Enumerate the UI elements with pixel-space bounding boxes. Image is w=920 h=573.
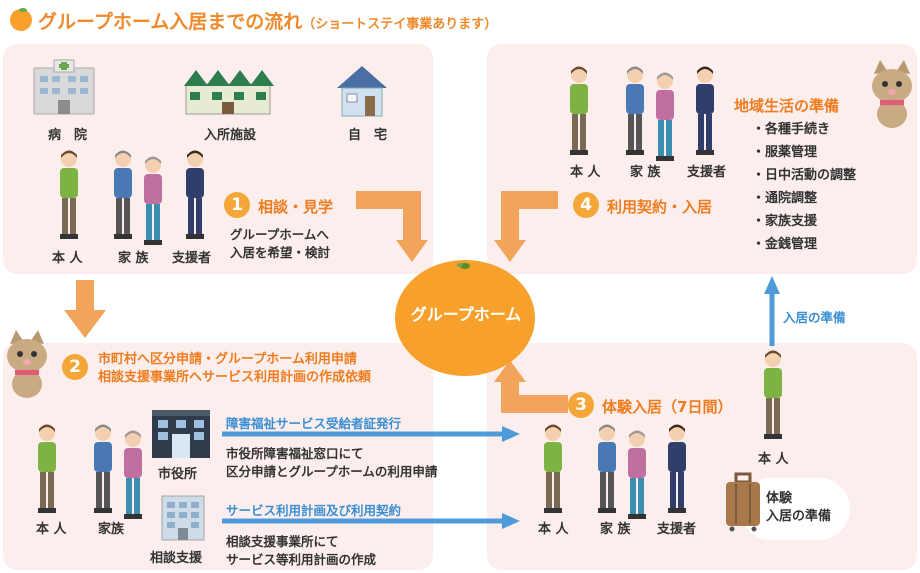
cat-mascot-icon [872,60,912,128]
place-facility: 入所施設 [204,128,257,143]
person-icon [544,424,562,513]
person-icon [144,156,162,245]
arrow2-label: サービス利用計画及び利用契約 [226,503,402,518]
p3-label-self: 本 人 [538,522,569,537]
facility-icon [184,70,274,115]
prep-item: ・通院調整 [752,191,818,206]
p4-label-family: 家 族 [630,165,661,180]
office-city-hall: 市役所 [158,467,198,482]
person-icon [628,430,646,519]
grouphome-orange [395,260,535,376]
step-number-1: 1 [224,192,250,218]
step1-desc-line2: 入居を希望・検討 [230,245,331,260]
center-label: グループホーム [410,305,522,324]
desc2-line1: 相談支援事業所にて [226,534,339,549]
person-icon [570,66,588,155]
person-icon [656,72,674,161]
desc1-line2: 区分申請とグループホームの利用申請 [226,464,438,479]
label-family: 家 族 [118,251,149,266]
step-number-2: 2 [62,354,88,380]
person-icon [124,430,142,519]
step2-line1: 市町村へ区分申請・グループホーム利用申請 [98,352,357,367]
step1-desc-line1: グループホームへ [230,227,329,242]
step-number-3: 3 [568,392,594,418]
person-icon [38,424,56,513]
person-icon [764,350,782,439]
label-self: 本 人 [52,251,83,266]
place-hospital: 病 院 [48,128,88,143]
p2-label-family: 家族 [98,522,125,537]
suitcase-icon [726,472,760,532]
p3-label-supporter: 支援者 [657,522,697,537]
place-home: 自 宅 [348,128,388,143]
desc1-line1: 市役所障害福祉窓口にて [226,446,364,461]
person-icon [114,150,132,239]
person-icon [94,424,112,513]
person-icon [186,150,204,239]
cat-mascot-icon [7,330,47,398]
prep-item: ・日中活動の調整 [752,168,857,183]
city-hall-icon [152,410,210,458]
panel-application [3,343,433,570]
office-support: 相談支援 [150,551,203,566]
trial-line2: 入居の準備 [766,509,832,524]
prep-item: ・服薬管理 [752,145,818,160]
support-office-icon [161,495,205,541]
step-label-1: 相談・見学 [258,198,334,216]
title-sub: （ショートステイ事業あります） [302,17,498,32]
p3-right-label-self: 本 人 [758,452,789,467]
arrow1-label: 障害福祉サービス受給者証発行 [226,416,402,431]
page-title: グループホーム入居までの流れ（ショートステイ事業あります） [38,7,497,34]
step-label-3: 体験入居（7日間） [602,398,733,416]
p3-label-family: 家 族 [600,522,631,537]
home-icon [337,66,387,117]
step-label-4: 利用契約・入居 [607,198,713,216]
person-icon [668,424,686,513]
person-icon [696,66,714,155]
person-icon [626,66,644,155]
hospital-icon [33,59,95,115]
step-number-4: 4 [573,192,599,218]
trial-line1: 体験 [766,491,793,506]
prep-item: ・各種手続き [752,122,831,137]
desc2-line2: サービス等利用計画の作成 [226,552,377,567]
p4-label-self: 本 人 [570,165,601,180]
label-supporter: 支援者 [172,251,212,266]
person-icon [598,424,616,513]
step2-line2: 相談支援事業所へサービス利用計画の作成依頼 [98,370,372,385]
p2-label-self: 本 人 [36,522,67,537]
prep-item: ・金銭管理 [752,237,818,252]
up-arrow-label: 入居の準備 [783,310,846,325]
prep-title: 地域生活の準備 [734,97,840,115]
person-icon [60,150,78,239]
p4-label-supporter: 支援者 [687,165,727,180]
orange-icon [10,8,32,31]
title-main: グループホーム入居までの流れ [38,11,303,33]
prep-item: ・家族支援 [752,214,818,229]
